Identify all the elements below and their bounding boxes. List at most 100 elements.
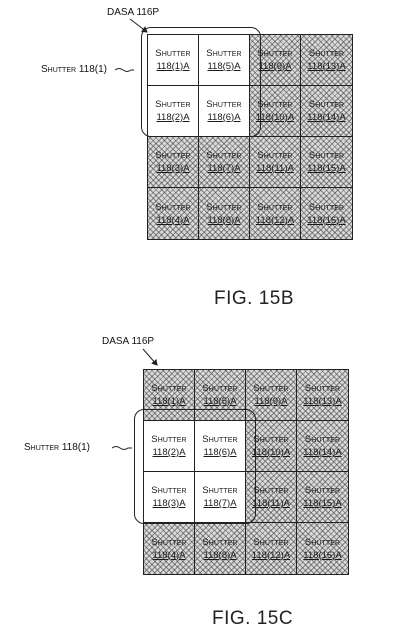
shutter-cell-id: 118(15)A (303, 498, 342, 509)
shutter-grid: Shutter 118(1)A Shutter 118(5)A Shutter 118(9… (147, 34, 353, 240)
shutter-cell: Shutter 118(3)A (148, 137, 199, 188)
shutter-cell-label: Shutter (155, 48, 191, 59)
shutter-cell: Shutter 118(9)A (246, 370, 297, 421)
shutter-cell: Shutter 118(5)A (199, 35, 250, 86)
shutter-cell-label: Shutter (308, 150, 345, 161)
shutter-cell-label: Shutter (151, 536, 187, 548)
shutter-cell-label: Shutter (308, 99, 345, 110)
shutter-cell-label: Shutter (304, 383, 341, 394)
shutter-cell: Shutter 118(1)A (148, 35, 199, 86)
shutter-cell: Shutter 118(6)A (195, 421, 246, 472)
shutter-cell-label: Shutter (155, 99, 191, 110)
shutter-cell-id: 118(5)A (207, 61, 241, 72)
group-label: Shutter 118(1) (41, 64, 107, 75)
leader-lines (114, 18, 148, 72)
shutter-cell: Shutter 118(10)A (250, 86, 301, 137)
shutter-cell-label: Shutter (206, 99, 242, 110)
shutter-cell-label: Shutter (253, 485, 289, 496)
shutter-cell-label: Shutter (202, 434, 238, 445)
shutter-cell-label: Shutter (155, 150, 191, 161)
group-label: Shutter 118(1) (24, 442, 90, 453)
shutter-cell-id: 118(16)A (307, 214, 346, 226)
shutter-cell-label: Shutter (151, 383, 187, 394)
shutter-cell-id: 118(8)A (207, 214, 241, 226)
shutter-cell-id: 118(11)A (256, 163, 294, 174)
figure-caption: FIG. 15B (214, 288, 295, 309)
dasa-label: DASA 116P (102, 336, 155, 347)
shutter-cell-label: Shutter (155, 201, 191, 213)
shutter-cell: Shutter 118(13)A (297, 370, 348, 421)
shutter-cell-id: 118(7)A (203, 498, 237, 509)
shutter-grid: Shutter 118(1)A Shutter 118(5)A Shutter 118(9… (143, 369, 349, 575)
shutter-cell-label: Shutter (253, 383, 289, 394)
shutter-cell-id: 118(13)A (307, 61, 346, 72)
shutter-cell-id: 118(4)A (152, 549, 186, 561)
shutter-cell-id: 118(12)A (255, 214, 295, 226)
shutter-cell-label: Shutter (304, 536, 341, 548)
shutter-cell: Shutter 118(14)A (301, 86, 352, 137)
shutter-cell: Shutter 118(15)A (301, 137, 352, 188)
shutter-cell: Shutter 118(6)A (199, 86, 250, 137)
shutter-cell-id: 118(9)A (254, 396, 288, 407)
shutter-cell: Shutter 118(1)A (144, 370, 195, 421)
shutter-cell-id: 118(1)A (156, 61, 190, 72)
shutter-cell-id: 118(14)A (303, 447, 342, 458)
shutter-cell-id: 118(6)A (203, 447, 237, 458)
shutter-cell-label: Shutter (206, 48, 242, 59)
shutter-cell-label: Shutter (206, 201, 242, 213)
shutter-cell-label: Shutter (304, 434, 341, 445)
group-leader-tilde (114, 68, 134, 72)
shutter-cell-label: Shutter (257, 99, 293, 110)
shutter-cell: Shutter 118(11)A (246, 472, 297, 523)
shutter-cell-id: 118(2)A (156, 112, 190, 123)
shutter-cell-label: Shutter (308, 201, 345, 213)
shutter-cell-id: 118(9)A (258, 61, 292, 72)
shutter-cell-id: 118(5)A (203, 396, 237, 407)
shutter-cell-id: 118(1)A (152, 396, 186, 407)
shutter-cell-label: Shutter (202, 383, 238, 394)
shutter-cell-id: 118(14)A (307, 112, 346, 123)
shutter-cell-label: Shutter (257, 48, 293, 59)
shutter-cell-label: Shutter (206, 150, 242, 161)
dasa-arrow (142, 348, 158, 366)
dasa-label: DASA 116P (107, 7, 160, 18)
shutter-cell: Shutter 118(15)A (297, 472, 348, 523)
shutter-cell-id: 118(10)A (255, 112, 295, 123)
shutter-cell-label: Shutter (257, 201, 293, 213)
shutter-cell-label: Shutter (253, 536, 289, 548)
shutter-cell-label: Shutter (308, 48, 345, 59)
shutter-cell-id: 118(11)A (252, 498, 290, 509)
shutter-cell: Shutter 118(13)A (301, 35, 352, 86)
shutter-cell-label: Shutter (151, 485, 187, 496)
shutter-cell-id: 118(3)A (152, 498, 186, 509)
shutter-cell-label: Shutter (202, 536, 238, 548)
shutter-cell-id: 118(16)A (303, 549, 342, 561)
shutter-cell-label: Shutter (304, 485, 341, 496)
group-leader-tilde (111, 446, 132, 450)
shutter-cell: Shutter 118(3)A (144, 472, 195, 523)
shutter-cell-id: 118(13)A (303, 396, 342, 407)
shutter-cell-id: 118(3)A (156, 163, 190, 174)
shutter-cell-label: Shutter (253, 434, 289, 445)
shutter-cell-id: 118(4)A (156, 214, 190, 226)
shutter-cell: Shutter 118(2)A (148, 86, 199, 137)
shutter-cell: Shutter 118(5)A (195, 370, 246, 421)
shutter-cell: Shutter 118(14)A (297, 421, 348, 472)
shutter-cell-id: 118(15)A (307, 163, 346, 174)
shutter-cell-id: 118(12)A (251, 549, 291, 561)
shutter-cell-label: Shutter (151, 434, 187, 445)
shutter-cell-id: 118(6)A (207, 112, 241, 123)
figure-caption: FIG. 15C (212, 608, 294, 629)
